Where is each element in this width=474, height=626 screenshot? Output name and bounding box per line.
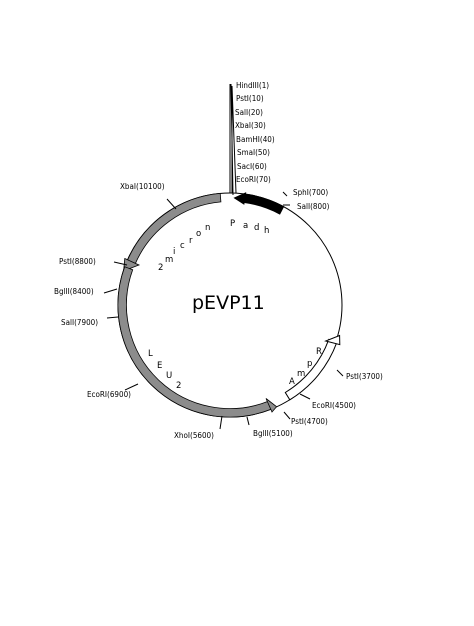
site-label-ecori-70: EcoRI(70) — [236, 175, 271, 184]
ampr-label-r: R — [316, 347, 322, 357]
site-label-psti-10: PstI(10) — [236, 94, 264, 103]
padh-label-d: d — [254, 223, 259, 233]
site-label-saci: SacI(60) — [237, 162, 267, 171]
site-label-xbai-10100: XbaI(10100) — [120, 182, 165, 191]
site-label-ecori-4500: EcoRI(4500) — [312, 401, 356, 410]
two-micron-label-r: r — [189, 236, 193, 246]
leu2-label-e: E — [157, 361, 162, 371]
site-label-hindiii: HindIII(1) — [236, 81, 269, 90]
site-ticks — [103, 191, 344, 430]
two-micron-label-2: 2 — [158, 263, 163, 273]
site-label-psti-8800: PstI(8800) — [59, 257, 96, 266]
two-micron-label-o: o — [196, 229, 201, 239]
two-micron-label-m: m — [165, 255, 173, 265]
leu2-arrowhead — [265, 398, 278, 413]
site-label-psti-4700: PstI(4700) — [291, 417, 328, 426]
mcs-lines — [229, 83, 237, 196]
ampr-feature — [284, 338, 338, 401]
ampr-arrowhead — [324, 334, 341, 346]
site-label-bglii-8400: BglII(8400) — [54, 287, 94, 296]
leu2-feature — [117, 266, 273, 418]
site-label-xhoi: XhoI(5600) — [174, 431, 214, 440]
site-label-sali-7900: SalI(7900) — [61, 318, 98, 327]
two-micron-label-n: n — [205, 223, 210, 233]
padh-label-p: P — [230, 219, 235, 229]
site-label-bamhi: BamHI(40) — [236, 135, 275, 144]
leu2-label-u: U — [166, 371, 172, 381]
site-label-sali-20: SalI(20) — [235, 108, 263, 117]
ampr-label-p: p — [307, 359, 312, 369]
padh-feature — [243, 193, 285, 215]
site-label-psti-3700: PstI(3700) — [346, 372, 383, 381]
site-label-bglii-5100: BglII(5100) — [253, 429, 293, 438]
site-label-xbai-30: XbaI(30) — [235, 121, 266, 130]
site-label-sali-800: SalI(800) — [297, 202, 330, 211]
site-label-sphi: SphI(700) — [293, 188, 328, 197]
padh-arrowhead — [233, 192, 247, 205]
two-micron-label-i: i — [173, 247, 175, 257]
padh-label-h: h — [264, 226, 269, 236]
leu2-label-l: L — [148, 349, 153, 359]
site-label-ecori-6900: EcoRI(6900) — [87, 390, 131, 399]
padh-label-a: a — [243, 221, 248, 231]
ampr-label-m: m — [297, 369, 305, 379]
plasmid-name: pEVP11 — [192, 292, 265, 314]
ampr-label-a: A — [289, 377, 295, 387]
two-micron-label-c: c — [180, 241, 185, 251]
site-label-smai: SmaI(50) — [237, 148, 270, 157]
leu2-label-2: 2 — [176, 381, 181, 391]
